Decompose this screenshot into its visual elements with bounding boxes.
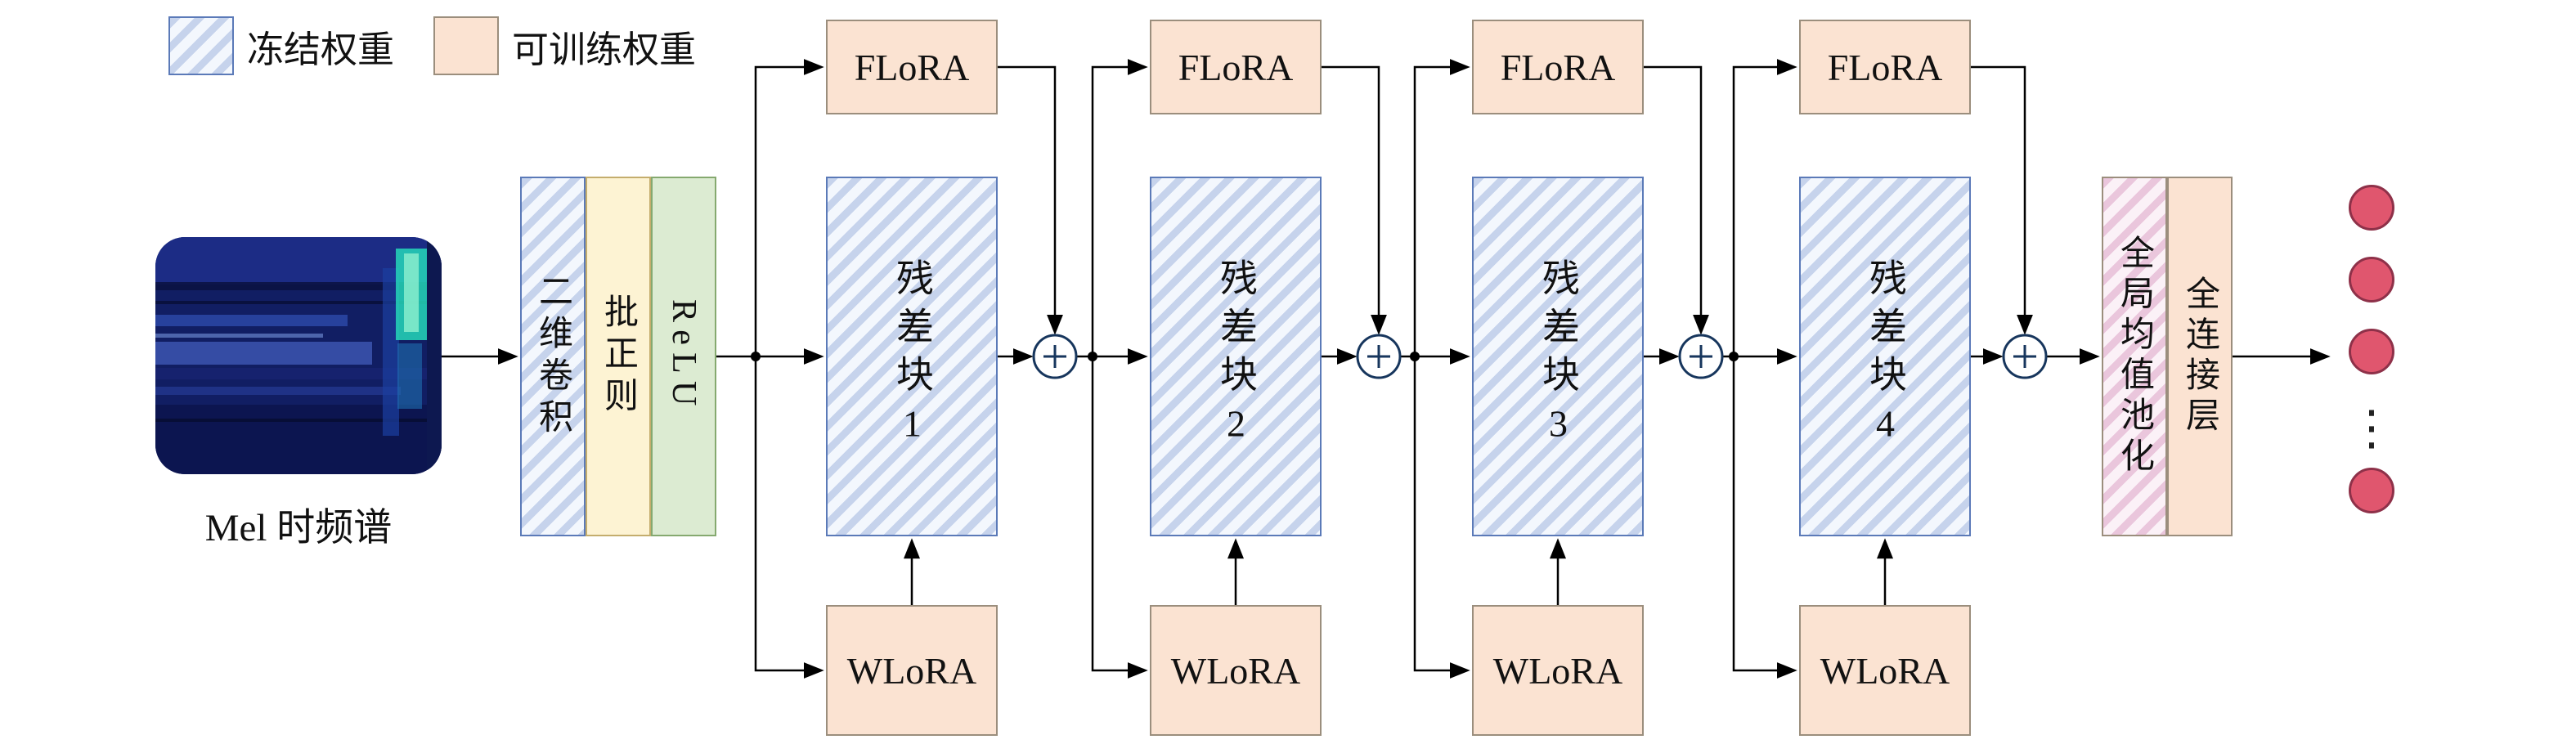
legend-trainable: 可训练权重 [433, 16, 696, 75]
batchnorm-bar: 批正则 [586, 177, 651, 536]
relu-label: ReLU [665, 299, 702, 414]
flora-box-1: FLoRA [826, 20, 998, 114]
trainable-weight-swatch [433, 16, 499, 75]
relu-bar: ReLU [651, 177, 716, 536]
global-avg-pool-bar: 全局均值池化 [2102, 177, 2167, 536]
trainable-weight-label: 可训练权重 [512, 29, 697, 70]
conv2d-bar: 二维卷积 [520, 177, 586, 536]
junction-dot [751, 352, 1739, 361]
flora-box-3: FLoRA [1472, 20, 1644, 114]
wlora-box-3: WLoRA [1472, 605, 1644, 736]
residual-block-label-4: 残差块4 [1865, 258, 1906, 455]
flora-box-4: FLoRA [1799, 20, 1971, 114]
add-node-icon [1032, 334, 2048, 379]
output-ellipsis: ⋮ [2348, 400, 2395, 455]
output-class-node-2 [2349, 257, 2394, 303]
global-avg-pool-label: 全局均值池化 [2115, 235, 2153, 478]
wlora-label-4: WLoRA [1820, 649, 1950, 692]
output-class-node-1 [2349, 185, 2394, 231]
wlora-label-2: WLoRA [1170, 649, 1301, 692]
output-class-node-4 [2349, 468, 2394, 513]
flora-label-2: FLoRA [1178, 46, 1294, 88]
frozen-weight-label: 冻结权重 [247, 29, 395, 70]
flora-label-3: FLoRA [1500, 46, 1616, 88]
batchnorm-label: 批正则 [599, 294, 637, 419]
flora-label-1: FLoRA [854, 46, 970, 88]
residual-block-label-3: 残差块3 [1537, 258, 1579, 455]
output-class-node-3 [2349, 329, 2394, 374]
wlora-label-3: WLoRA [1492, 649, 1623, 692]
residual-block-3: 残差块3 [1472, 177, 1644, 536]
frozen-weight-swatch [168, 16, 234, 75]
fc-layer-label: 全连接层 [2180, 275, 2219, 438]
flora-label-4: FLoRA [1827, 46, 1943, 88]
wlora-box-1: WLoRA [826, 605, 998, 736]
wlora-box-4: WLoRA [1799, 605, 1971, 736]
wlora-label-1: WLoRA [846, 649, 977, 692]
mel-spectrogram-caption: Mel 时频谱 [204, 507, 393, 549]
legend-frozen: 冻结权重 [168, 16, 394, 75]
flora-box-2: FLoRA [1150, 20, 1322, 114]
mel-spectrogram-image [155, 237, 442, 474]
residual-block-1: 残差块1 [826, 177, 998, 536]
fc-layer-bar: 全连接层 [2167, 177, 2233, 536]
residual-block-2: 残差块2 [1150, 177, 1322, 536]
residual-block-label-2: 残差块2 [1215, 258, 1257, 455]
residual-block-4: 残差块4 [1799, 177, 1971, 536]
residual-block-label-1: 残差块1 [891, 258, 933, 455]
conv2d-label: 二维卷积 [533, 272, 572, 441]
wlora-box-2: WLoRA [1150, 605, 1322, 736]
